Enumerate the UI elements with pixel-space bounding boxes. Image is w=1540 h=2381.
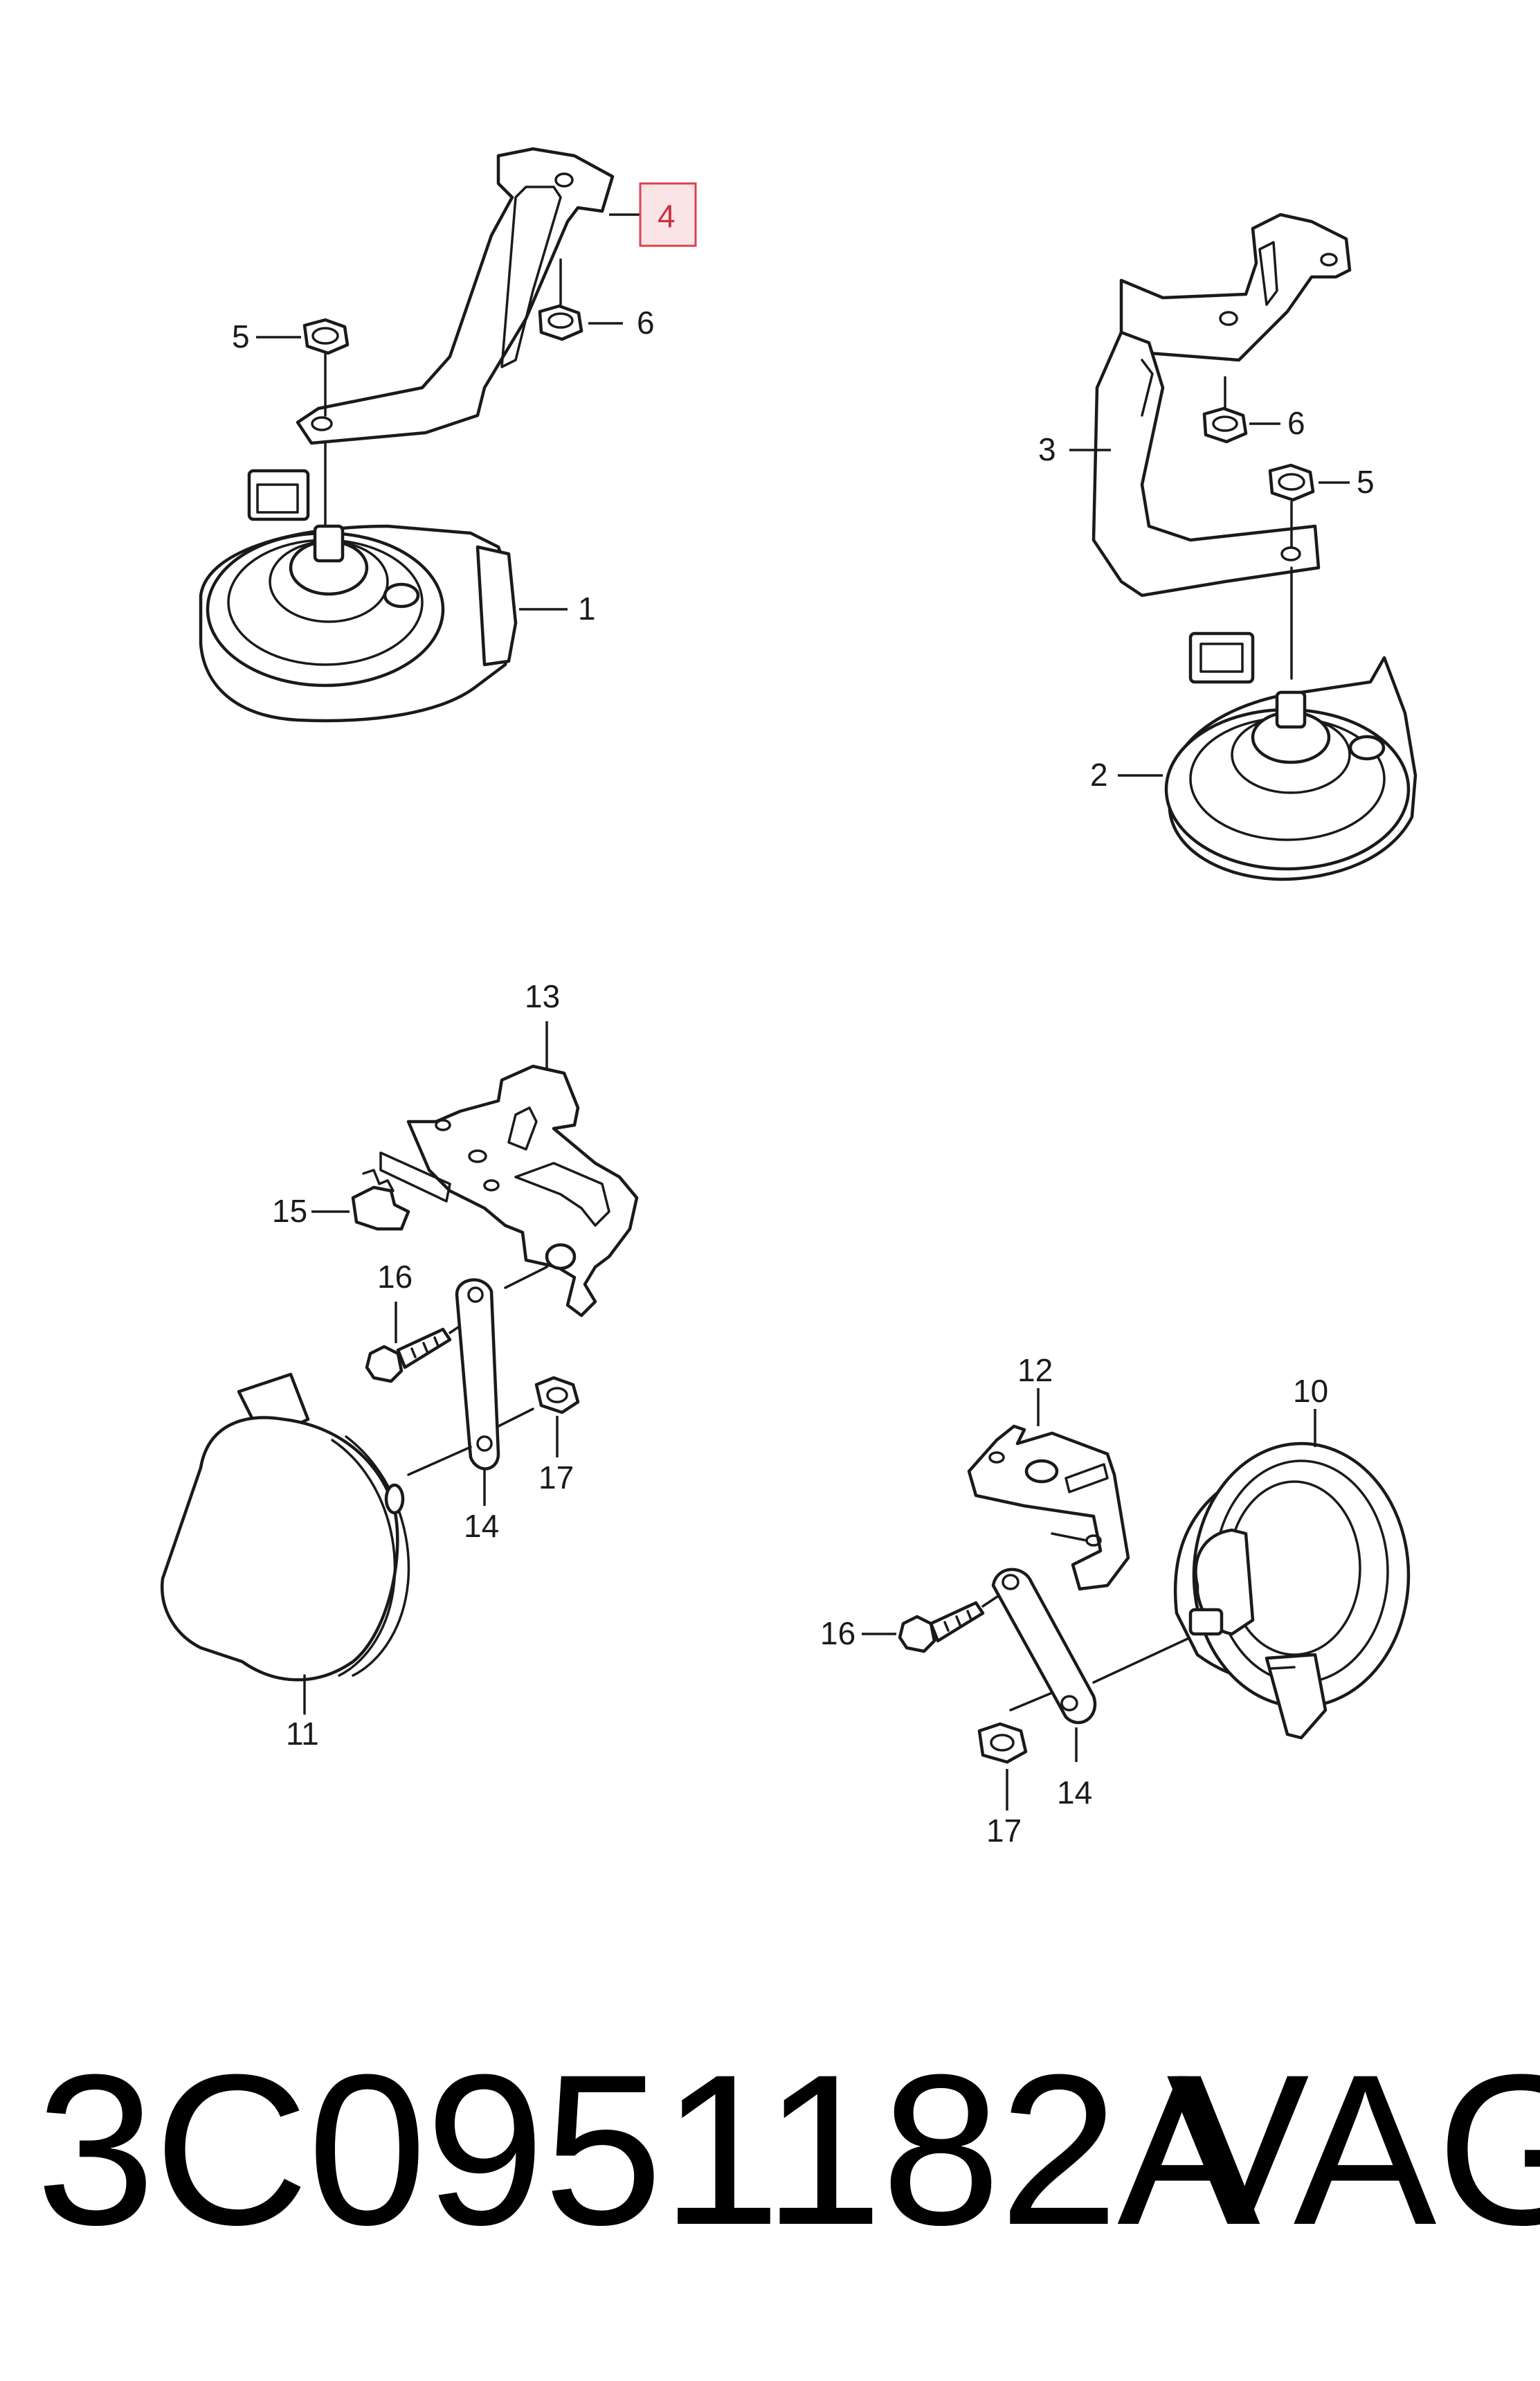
callout-6-b: 6 xyxy=(1287,405,1305,441)
callout-3: 3 xyxy=(1038,431,1056,467)
callout-15: 15 xyxy=(272,1193,307,1229)
callout-14-b: 14 xyxy=(1057,1774,1092,1811)
callout-17-b: 17 xyxy=(986,1813,1022,1849)
callout-5-b: 5 xyxy=(1357,464,1375,500)
bracket-4 xyxy=(296,147,615,445)
nut-6-a xyxy=(538,304,583,341)
nut-5-b xyxy=(1268,463,1315,502)
nut-5-a xyxy=(302,318,350,355)
group-horn-2: 3 6 5 2 xyxy=(1038,213,1417,881)
group-horn-11: 13 15 16 14 17 11 xyxy=(161,978,639,1752)
brand-name: VAG xyxy=(1166,2029,1540,2270)
callout-17-a: 17 xyxy=(538,1459,574,1495)
callout-11: 11 xyxy=(286,1716,319,1752)
horn-2 xyxy=(1164,631,1417,881)
diagram-canvas: 5 6 4 1 xyxy=(161,147,1417,1849)
horn-11 xyxy=(161,1372,410,1682)
bracket-13 xyxy=(379,1064,639,1318)
nut-17-b xyxy=(977,1722,1028,1764)
callout-16-a: 16 xyxy=(377,1259,413,1295)
callout-4: 4 xyxy=(658,198,676,234)
strap-14-a xyxy=(455,1278,500,1471)
horn-1 xyxy=(199,469,518,723)
clip-15 xyxy=(351,1169,410,1231)
bracket-12 xyxy=(967,1424,1130,1591)
part-number: 3C0951182A xyxy=(36,2029,1260,2270)
exploded-parts-diagram: 5 6 4 1 xyxy=(161,147,1417,1849)
bolt-16-a xyxy=(365,1318,472,1383)
callout-5-a: 5 xyxy=(232,318,250,354)
callout-14-a: 14 xyxy=(464,1508,499,1544)
group-horn-1: 5 6 4 1 xyxy=(199,147,697,723)
nut-6-b xyxy=(1202,406,1248,444)
callout-4-highlight-box xyxy=(639,182,697,247)
nut-17-a xyxy=(534,1376,580,1414)
bracket-3 xyxy=(1091,213,1352,598)
callout-10: 10 xyxy=(1293,1373,1328,1409)
horn-10 xyxy=(1173,1441,1411,1740)
callout-16-b: 16 xyxy=(820,1615,855,1651)
callout-13: 13 xyxy=(525,978,560,1014)
callout-6-a: 6 xyxy=(637,305,655,341)
bolt-16-b xyxy=(898,1591,1005,1653)
strap-14-b xyxy=(991,1567,1097,1725)
group-horn-10: 12 10 16 14 17 xyxy=(820,1352,1411,1849)
callout-2: 2 xyxy=(1090,757,1108,793)
callout-12: 12 xyxy=(1017,1352,1053,1388)
footer-caption: 3C0951182A VAG xyxy=(0,2022,1540,2312)
callout-1: 1 xyxy=(578,591,596,627)
